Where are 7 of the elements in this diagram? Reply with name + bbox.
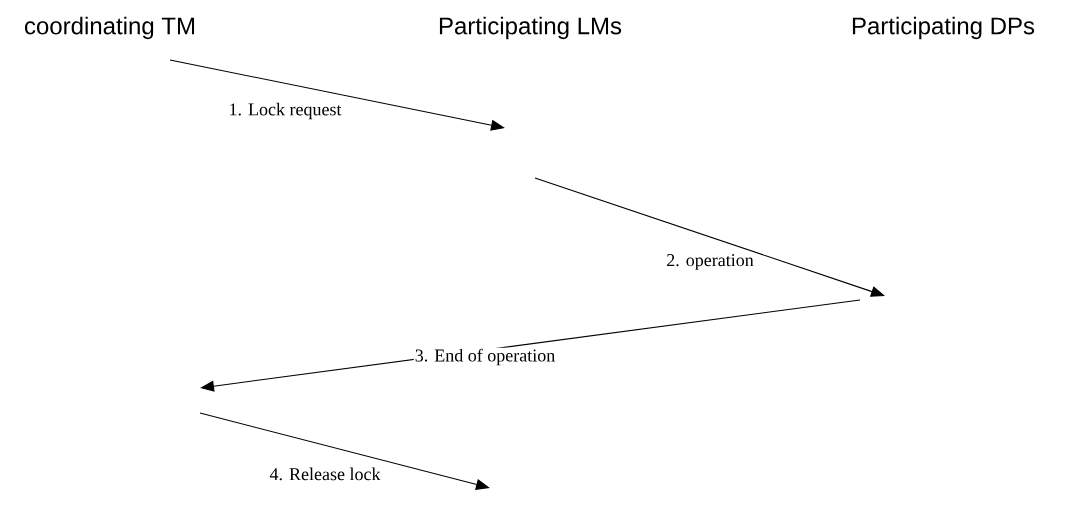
column-heading: coordinating TM <box>25 16 195 40</box>
column-heading: Participating DPs <box>852 16 1035 40</box>
message-label: 3. End of operation <box>413 347 557 367</box>
message-label: 2. operation <box>665 253 755 271</box>
column-heading: Participating LMs <box>439 16 622 40</box>
message-label: 1. Lock request <box>227 101 343 121</box>
message-label: 4. Release lock <box>268 466 382 482</box>
